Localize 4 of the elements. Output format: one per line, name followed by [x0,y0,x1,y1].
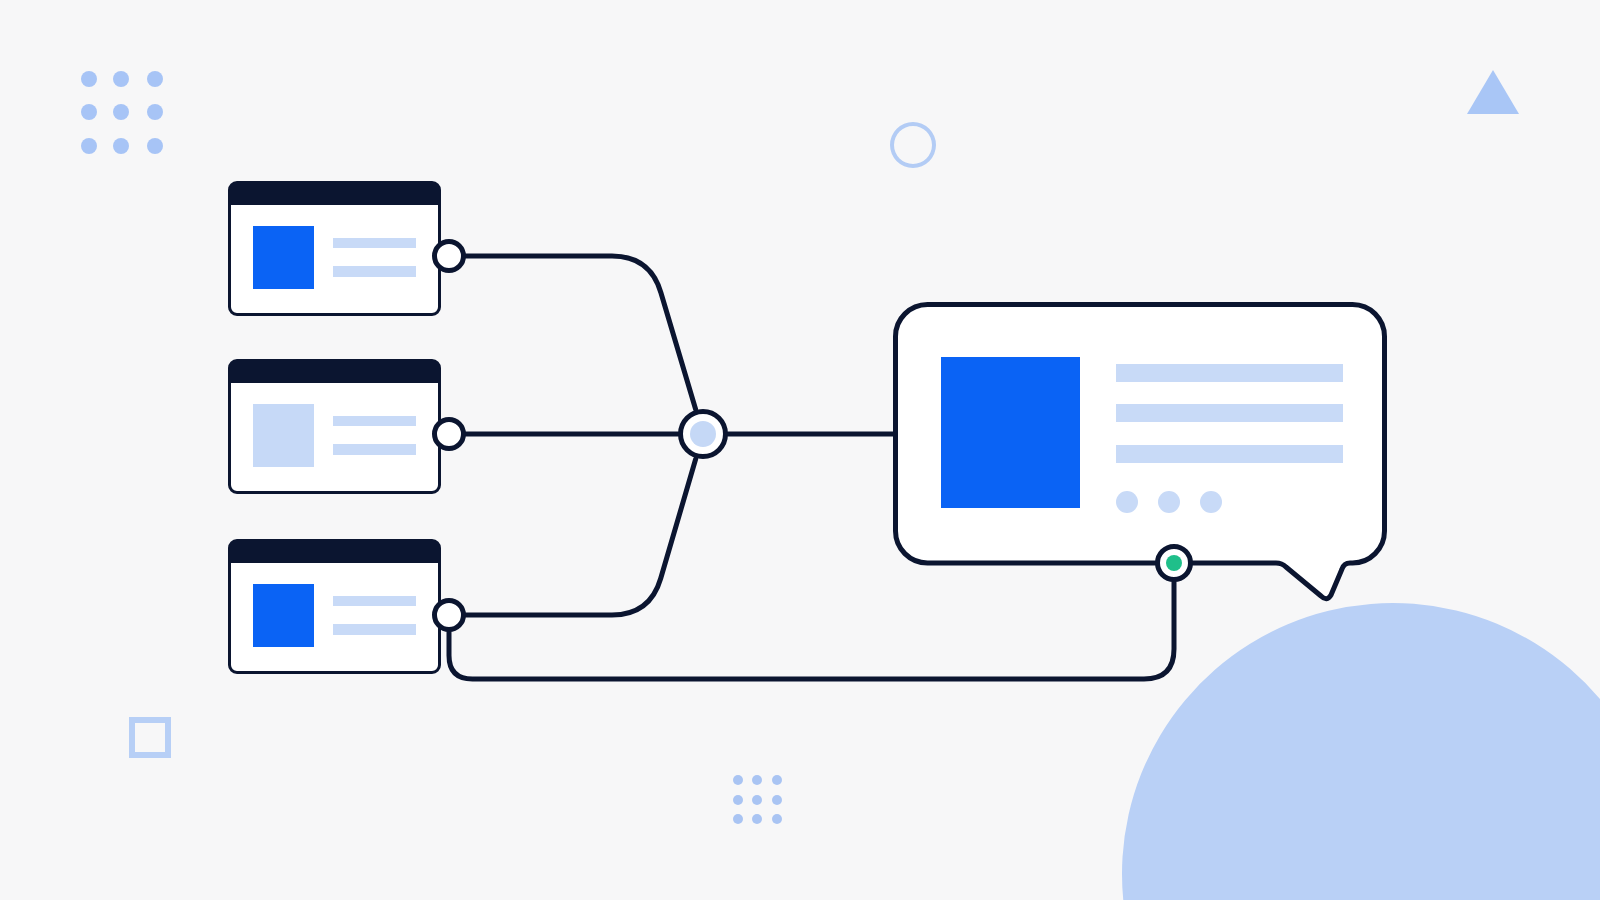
window-card [228,181,441,316]
window-card [228,539,441,674]
speech-bubble [893,302,1387,603]
window-card [228,359,441,494]
